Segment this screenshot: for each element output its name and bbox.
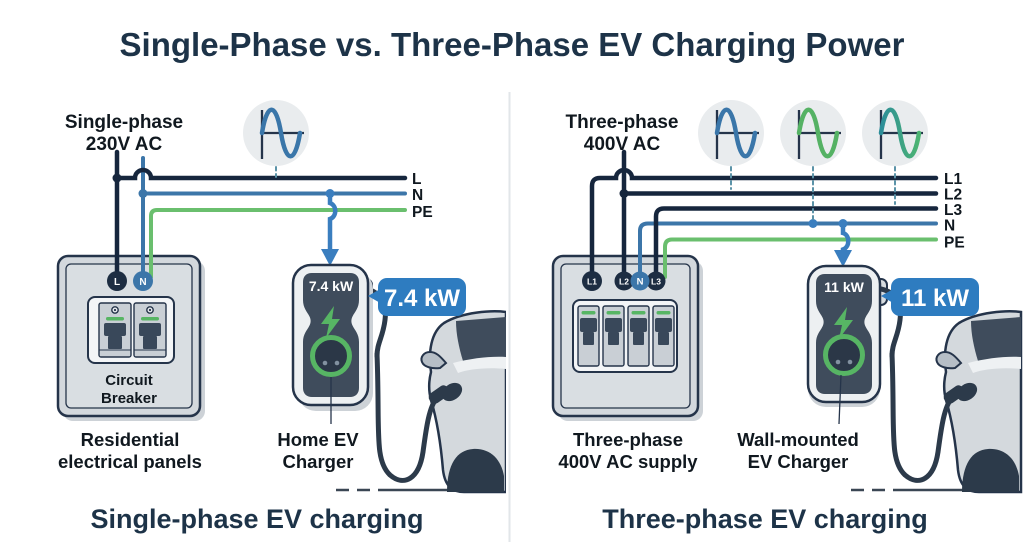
wheel-arch xyxy=(962,448,1019,492)
junction-dot xyxy=(138,189,148,198)
wire-label-n: N xyxy=(944,218,955,235)
wire-label-pe: PE xyxy=(944,235,965,252)
breaker-switch xyxy=(98,302,132,358)
windshield xyxy=(456,317,506,361)
sine-wave-icon xyxy=(243,100,309,166)
power-callout-badge: 7.4 kW xyxy=(368,278,466,316)
terminal-label: N xyxy=(139,277,146,288)
single-phase-wiring xyxy=(112,149,408,279)
terminal-label: L2 xyxy=(619,276,629,286)
lightning-bolt-icon xyxy=(834,307,853,339)
n-wire xyxy=(638,221,938,276)
residential-panel: Circuit Breaker xyxy=(56,254,205,421)
breaker-switch xyxy=(652,305,675,367)
side-mirror xyxy=(420,350,448,370)
badge-text: 7.4 kW xyxy=(384,285,460,312)
plug-nozzle xyxy=(943,385,965,404)
power-callout-badge: 11 kW xyxy=(881,278,979,316)
terminal-n xyxy=(630,271,650,291)
circuit-breaker-label: Breaker xyxy=(101,390,157,407)
section-caption-single-phase: Single-phase EV charging xyxy=(90,504,423,534)
charger-caption: Home EV xyxy=(277,429,359,450)
source-label: 400V AC xyxy=(584,134,661,155)
breaker-switch xyxy=(133,302,167,358)
sine-wave-icon xyxy=(698,100,764,166)
ev-car xyxy=(420,310,506,494)
source-label: Three-phase xyxy=(566,112,679,133)
junction-dot xyxy=(619,189,629,198)
terminal-l2 xyxy=(614,271,634,291)
junction-dot xyxy=(112,173,122,183)
panel-caption: Three-phase xyxy=(573,429,683,450)
hood-highlight xyxy=(453,356,506,373)
panel-terminals: L N L1 L2 N L3 xyxy=(107,271,666,291)
terminal-l1 xyxy=(582,271,602,291)
wire-label-pe: PE xyxy=(412,204,433,221)
hood-highlight xyxy=(968,356,1021,373)
breaker-switch xyxy=(602,305,625,367)
connector-socket xyxy=(310,335,352,377)
connector-socket xyxy=(823,334,865,376)
pe-wire xyxy=(149,208,407,279)
terminal-label: L3 xyxy=(651,276,661,286)
l1-wire xyxy=(589,167,939,277)
source-label: Single-phase xyxy=(65,112,183,133)
charger-caption: EV Charger xyxy=(748,451,849,472)
badge-text: 11 kW xyxy=(901,285,969,312)
charger-drop-wire xyxy=(327,191,338,253)
charger-caption: Wall-mounted xyxy=(737,429,859,450)
label-pointer-line xyxy=(838,374,842,425)
wall-mounted-ev-charger: 11 kW xyxy=(806,264,882,425)
wire-label-l3: L3 xyxy=(944,202,962,219)
l3-wire xyxy=(653,206,939,277)
charger-drop-wire xyxy=(840,221,851,254)
page-title: Single-Phase vs. Three-Phase EV Charging… xyxy=(120,26,905,63)
wire-label-l: L xyxy=(412,171,421,188)
ev-car xyxy=(935,310,1023,494)
junction-dot xyxy=(808,219,818,228)
down-arrow-icon xyxy=(834,250,852,267)
windshield xyxy=(971,317,1021,361)
charger-power-display: 11 kW xyxy=(824,279,864,295)
sine-wave-icon xyxy=(780,100,846,166)
three-phase-panel xyxy=(551,254,703,421)
wire-label-n: N xyxy=(412,187,423,204)
wire-label-l1: L1 xyxy=(944,171,962,188)
home-ev-charger: 7.4 kW xyxy=(291,263,373,424)
terminal-label: N xyxy=(637,277,644,288)
panel-caption: electrical panels xyxy=(58,451,202,472)
three-phase-wiring xyxy=(589,149,939,279)
breaker-switch xyxy=(577,305,600,367)
section-caption-three-phase: Three-phase EV charging xyxy=(602,504,928,534)
lightning-bolt-icon xyxy=(321,306,340,338)
plug-nozzle xyxy=(428,385,450,404)
wheel-arch xyxy=(447,448,504,492)
terminal-l3 xyxy=(646,271,666,291)
terminal-l xyxy=(107,271,127,291)
terminal-n xyxy=(133,271,153,291)
down-arrow-icon xyxy=(321,249,339,266)
l-wire xyxy=(114,167,408,181)
charger-power-display: 7.4 kW xyxy=(309,278,354,294)
terminal-label: L xyxy=(114,277,120,288)
panel-caption: Residential xyxy=(81,429,180,450)
panel-caption: 400V AC supply xyxy=(558,451,698,472)
sine-wave-icon xyxy=(862,100,928,166)
side-mirror xyxy=(935,350,963,370)
source-label: 230V AC xyxy=(86,134,163,155)
pe-wire xyxy=(663,237,938,279)
circuit-breaker-label: Circuit xyxy=(105,372,153,389)
charger-caption: Charger xyxy=(283,451,354,472)
wire-label-l2: L2 xyxy=(944,187,962,204)
breaker-switch xyxy=(627,305,650,367)
terminal-label: L1 xyxy=(587,276,597,286)
